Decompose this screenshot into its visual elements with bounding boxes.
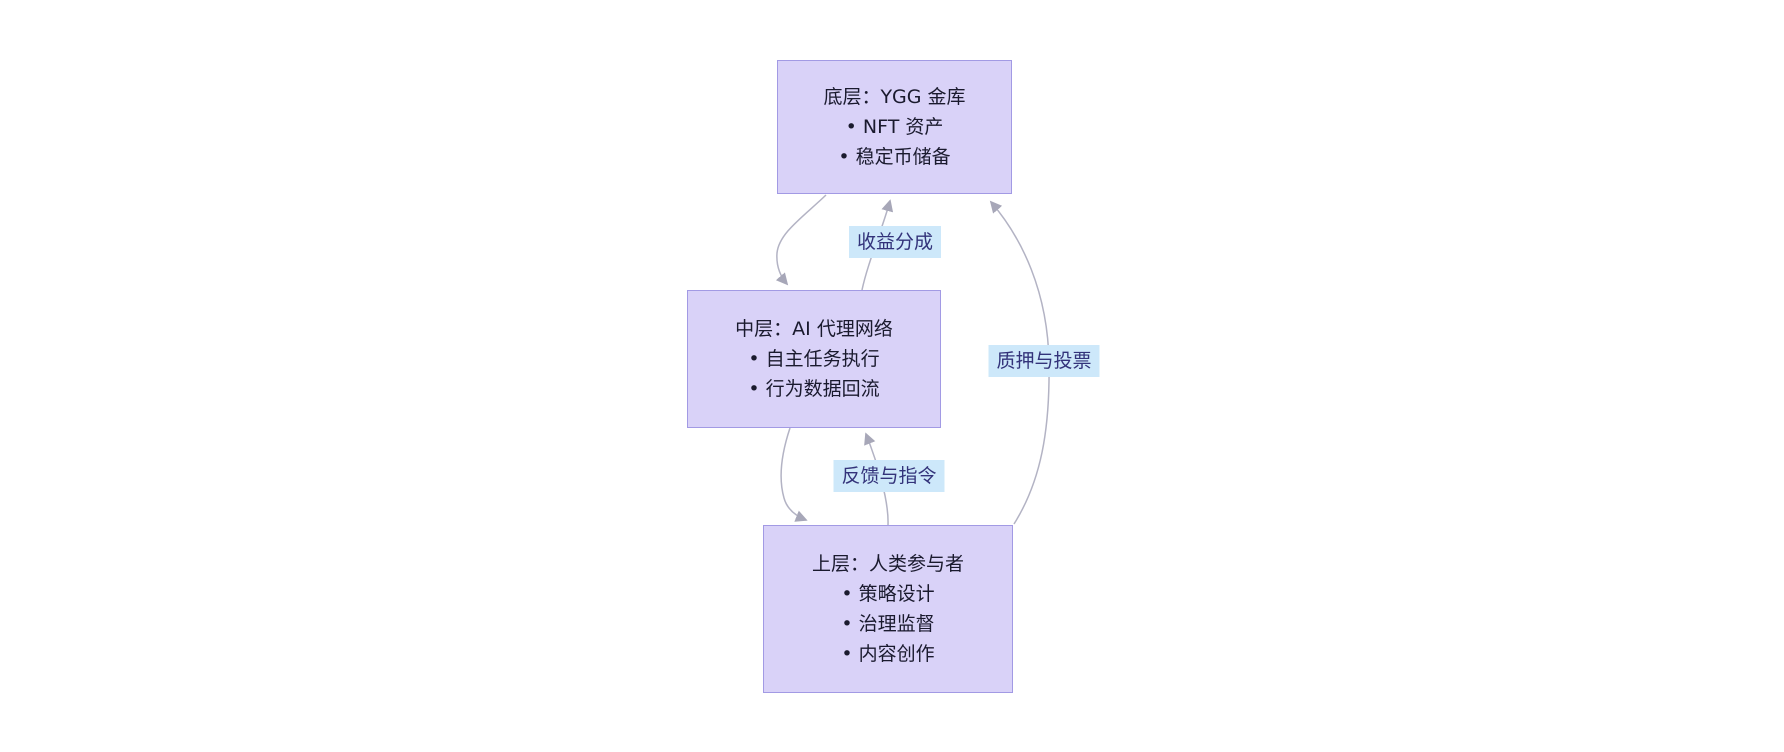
node-treasury-title: 底层：YGG 金库 — [823, 86, 966, 108]
node-humans-bullet: • 策略设计 — [841, 583, 935, 605]
node-agents-title: 中层：AI 代理网络 — [735, 318, 893, 340]
node-agents-bullet: • 行为数据回流 — [748, 378, 880, 400]
edge-label-feedback-commands: 反馈与指令 — [833, 460, 945, 492]
node-agents-bullet: • 自主任务执行 — [748, 348, 880, 370]
node-humans-bullet: • 治理监督 — [841, 613, 935, 635]
node-humans-bullet: • 内容创作 — [841, 643, 935, 665]
node-agents: 中层：AI 代理网络 • 自主任务执行 • 行为数据回流 — [687, 290, 941, 428]
node-treasury-bullet: • 稳定币储备 — [838, 146, 951, 168]
edge-agents-to-humans — [780, 427, 808, 522]
edge-label-revenue-share: 收益分成 — [848, 226, 942, 258]
node-treasury: 底层：YGG 金库 • NFT 资产 • 稳定币储备 — [777, 60, 1012, 194]
edge-label-staking-voting: 质押与投票 — [988, 345, 1100, 377]
node-humans-title: 上层：人类参与者 — [811, 553, 964, 575]
node-humans: 上层：人类参与者 • 策略设计 • 治理监督 • 内容创作 — [763, 525, 1013, 693]
edge-treasury-to-agents — [775, 194, 827, 286]
node-treasury-bullet: • NFT 资产 — [845, 116, 944, 138]
